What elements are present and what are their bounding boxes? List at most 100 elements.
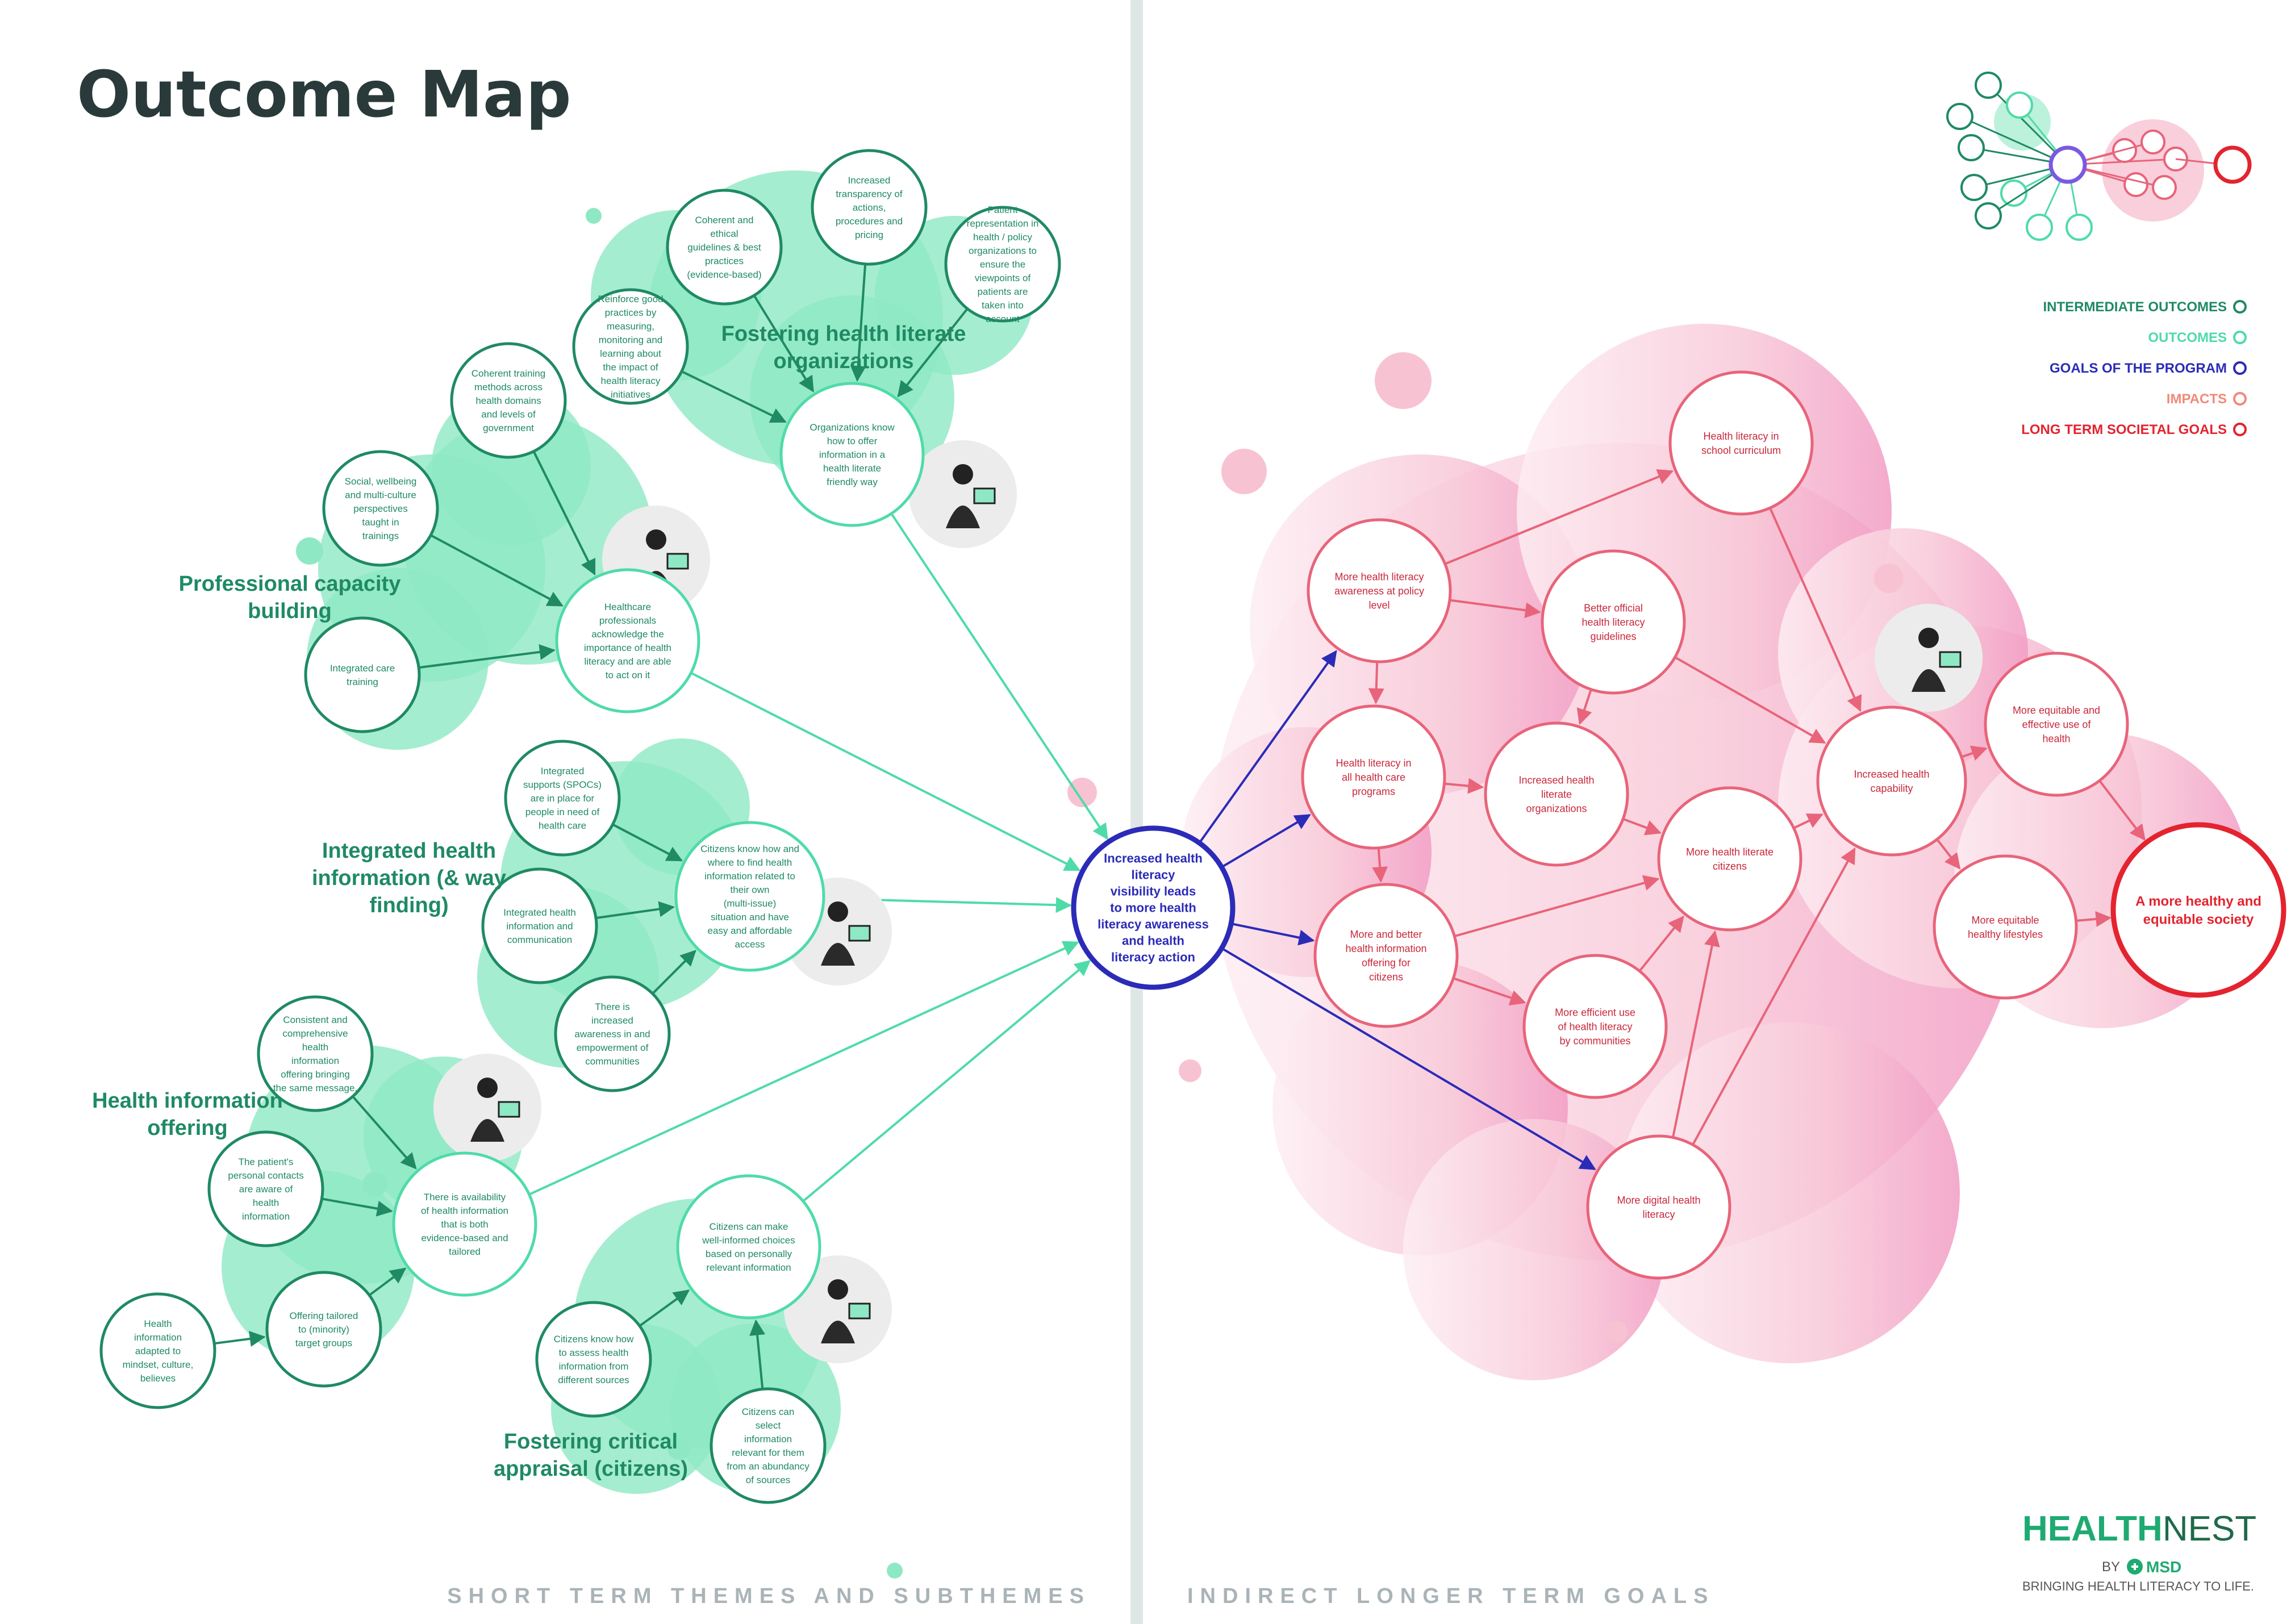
node-circle [392,1151,537,1297]
brand-by: BY [2102,1559,2120,1575]
node-circle [1586,1134,1731,1280]
brand-company: MSD [2146,1558,2181,1576]
mini-node-icon [2000,179,2027,207]
healthnest-logo: HEALTHNEST BY MSD BRINGING HEALTH LITERA… [2022,1509,2256,1593]
arrow-crit_outcome-to-goal [802,960,1091,1203]
arrow-imp_digital-to-imp_citizens [1672,930,1720,1138]
arrow-imp_guidelines-to-imp_orgs [1576,689,1592,725]
mini-node-icon [1975,202,2002,229]
node-circle [1984,652,2129,797]
node-circle [322,450,439,567]
mini-node-icon [2066,214,2093,241]
arrow-goal-to-imp_digital [1221,947,1596,1170]
arrow-off_tailored-to-off_outcome [368,1267,407,1296]
arrow-imp_lifestyles-to-longterm [2076,911,2112,927]
node-circle [1933,854,2078,1000]
msd-logo-cross [2131,1563,2138,1570]
node-circle [1541,549,1686,695]
legend-intermediate-dot [2233,300,2247,314]
megaphone-illustration-object-icon [973,487,996,504]
node-circle [674,821,825,972]
node-circle [257,995,374,1112]
arrow-crit_assess-to-crit_outcome [639,1289,690,1327]
arrow-prof_training_methods-to-prof_outcome [532,450,596,576]
presenter-illustration-head-icon [646,529,666,550]
arrow-off_adapted-to-off_tailored [214,1331,266,1347]
node-circle [1657,786,1802,932]
node-circle [99,1292,216,1409]
arrow-imp_school-to-imp_capability [1769,507,1862,712]
arrow-org_transparency-to-org_outcome [850,264,867,382]
pink-dot [1605,1321,1628,1343]
node-circle [2110,822,2286,998]
legend-longterm-dot [2233,423,2247,436]
mini-longterm-icon [2213,145,2252,184]
node-circle [504,740,621,857]
arrow-org_reinforce-to-org_outcome [681,370,787,423]
connection-arrows [214,264,2146,1389]
node-circle [676,1174,821,1320]
arrow-imp_guidelines-to-imp_capability [1674,656,1826,744]
node-circle [1301,704,1446,850]
legend-network-icon [1946,72,2252,241]
arrow-imp_citizens-to-imp_capability [1793,813,1824,829]
woman-phone-illustration-bg [433,1054,541,1162]
green-dot [586,208,602,224]
arrow-int_comm-to-int_outcome [595,901,675,920]
arrow-int_spocs-to-int_outcome [612,823,683,862]
legend-impacts-dot [2233,392,2247,406]
node-circle [265,1271,382,1388]
node-circle [710,1387,827,1504]
stairs-illustration-body-icon [821,1321,855,1343]
node-circle [555,568,700,713]
mini-node-icon [2112,138,2137,163]
node-circle [1522,954,1668,1099]
mini-node-icon [1960,174,1988,201]
node-circle [1668,370,1814,516]
node-circle [944,206,1061,323]
megaphone-illustration-body-icon [946,506,980,528]
group-illustration-body-icon [821,943,855,966]
arrow-crit_select-to-crit_outcome [749,1319,766,1389]
green-dot [362,1172,387,1197]
arrow-org_outcome-to-goal [890,513,1108,840]
node-circle [304,616,421,733]
mini-node-icon [1958,134,1985,161]
mini-edge [1959,115,2068,166]
arrow-imp_capability-to-imp_lifestyles [1936,838,1961,870]
node-circle [811,149,928,266]
